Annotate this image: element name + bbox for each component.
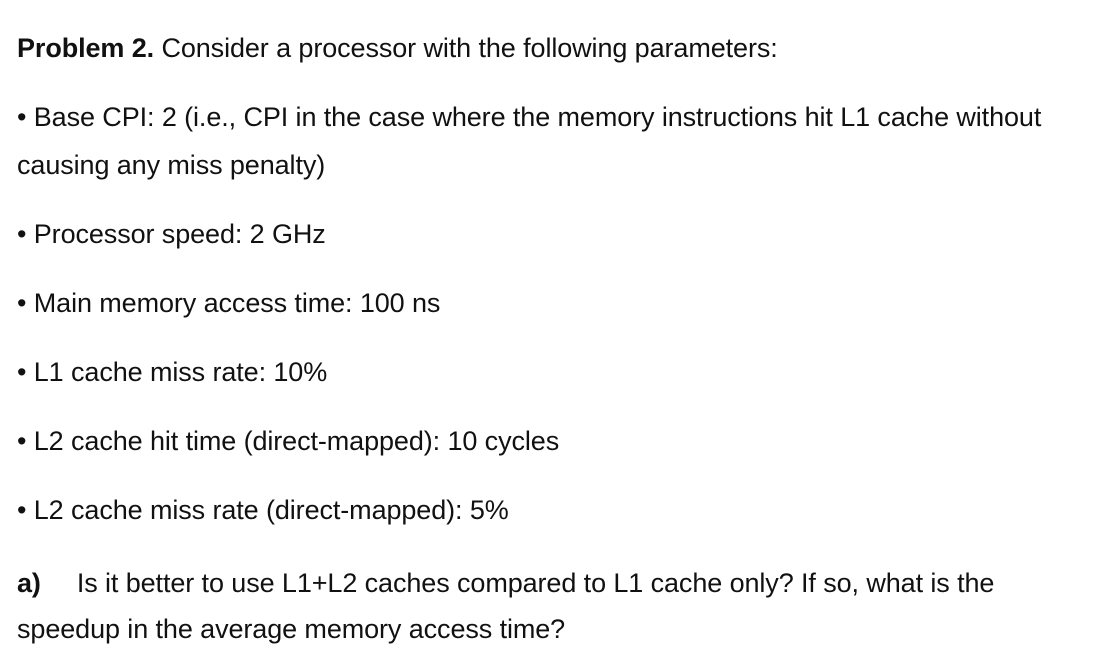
parameter-text: Processor speed: 2 GHz [33,219,326,249]
parameter-text: Main memory access time: 100 ns [33,288,441,318]
question-a-label: a) [17,568,41,598]
parameter-text: L2 cache hit time (direct-mapped): 10 cy… [33,426,560,456]
parameter-item-l1-miss-rate: • L1 cache miss rate: 10% [17,348,1097,396]
parameter-text: Base CPI: 2 (i.e., CPI in the case where… [17,102,1042,180]
problem-label: Problem 2. [17,33,155,63]
bullet-icon: • [17,288,27,318]
parameter-item-processor-speed: • Processor speed: 2 GHz [17,210,1097,258]
parameter-item-l2-miss-rate: • L2 cache miss rate (direct-mapped): 5% [17,486,1097,534]
question-a-text: Is it better to use L1+L2 caches compare… [17,568,995,644]
parameter-item-l2-hit-time: • L2 cache hit time (direct-mapped): 10 … [17,417,1097,465]
parameter-text: L2 cache miss rate (direct-mapped): 5% [33,495,509,525]
question-a: a)Is it better to use L1+L2 caches compa… [17,560,1097,652]
problem-intro-text: Consider a processor with the following … [154,33,778,63]
bullet-icon: • [17,219,27,249]
bullet-icon: • [17,495,27,525]
bullet-icon: • [17,102,27,132]
problem-statement-paragraph: Problem 2. Consider a processor with the… [17,0,1097,72]
parameter-item-main-memory-access-time: • Main memory access time: 100 ns [17,279,1097,327]
bullet-icon: • [17,357,27,387]
parameter-item-base-cpi: • Base CPI: 2 (i.e., CPI in the case whe… [17,93,1097,189]
bullet-icon: • [17,426,27,456]
parameter-text: L1 cache miss rate: 10% [33,357,328,387]
